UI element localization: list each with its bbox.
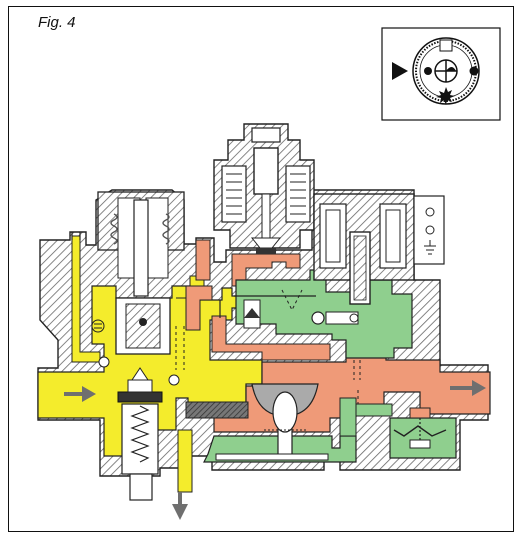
- main-valve-plunger: [115, 297, 171, 355]
- control-knob-inset: [381, 27, 501, 121]
- solenoid-coil-icon: [226, 173, 306, 215]
- main-diaphragm-valve: [215, 383, 329, 461]
- inlet-valve-spring: [117, 367, 163, 501]
- servo-solenoid: [313, 193, 445, 305]
- safety-valve-tower: [97, 191, 185, 297]
- pilot-valve: [243, 299, 359, 329]
- pressure-regulator: [393, 407, 447, 449]
- flow-out-arrow-icon: [450, 380, 486, 396]
- flow-in-arrow-icon: [64, 386, 96, 402]
- gas-filter: [185, 401, 249, 419]
- internal-passages: [175, 289, 361, 404]
- play-arrow-icon: [392, 62, 408, 80]
- flow-down-arrow-icon: [172, 492, 188, 520]
- bypass-screw: [91, 319, 105, 333]
- pilot-solenoid: [221, 127, 311, 254]
- control-knob-icon: [412, 37, 480, 105]
- figure-label: Fig. 4: [38, 14, 76, 31]
- electrical-connection-icon: [413, 195, 445, 265]
- flow-lines: [71, 232, 316, 318]
